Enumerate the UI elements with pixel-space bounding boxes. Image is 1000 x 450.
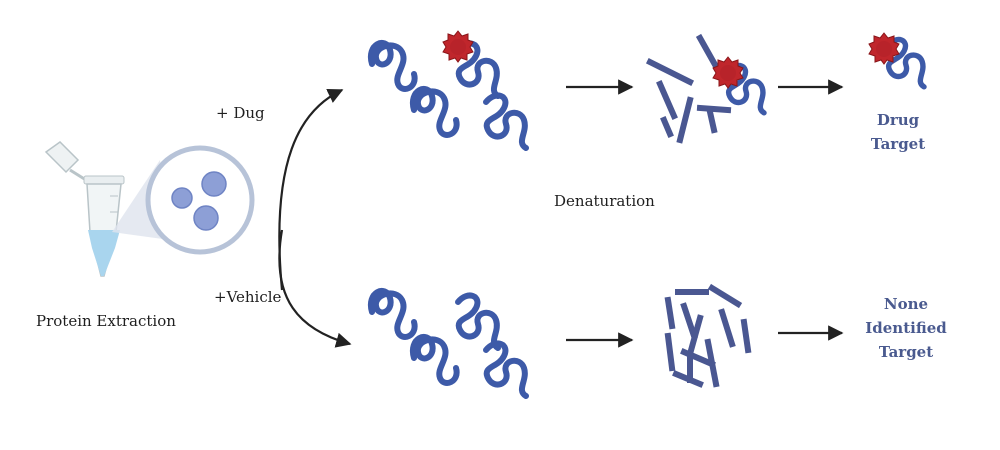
label-vehicle: +Vehicle	[214, 288, 282, 306]
microcentrifuge-tube	[44, 141, 125, 277]
result-none-line2: Identified	[865, 319, 947, 337]
drug-treated-proteins	[371, 30, 526, 148]
result-drug-target: Drug Target	[858, 108, 938, 156]
drug-molecule	[442, 30, 474, 63]
vehicle-treated-proteins	[371, 291, 526, 396]
label-protein-extraction: Protein Extraction	[36, 312, 176, 330]
arrow-to-drug	[278, 89, 344, 291]
result-drug-line1: Drug	[876, 111, 920, 129]
result-none-identified: None Identified Target	[858, 292, 954, 364]
result-none-line3: Target	[878, 343, 934, 361]
denatured-fragments-top	[645, 33, 732, 144]
result-none-line1: None	[883, 295, 929, 313]
label-denaturation: Denaturation	[554, 192, 655, 210]
label-drug: + Dug	[216, 104, 265, 122]
magnified-sample	[112, 145, 255, 255]
denatured-fragments-bottom	[664, 283, 752, 388]
protein-aggregate	[171, 171, 227, 231]
result-drug-line2: Target	[870, 135, 926, 153]
arrow-to-vehicle	[278, 229, 352, 348]
